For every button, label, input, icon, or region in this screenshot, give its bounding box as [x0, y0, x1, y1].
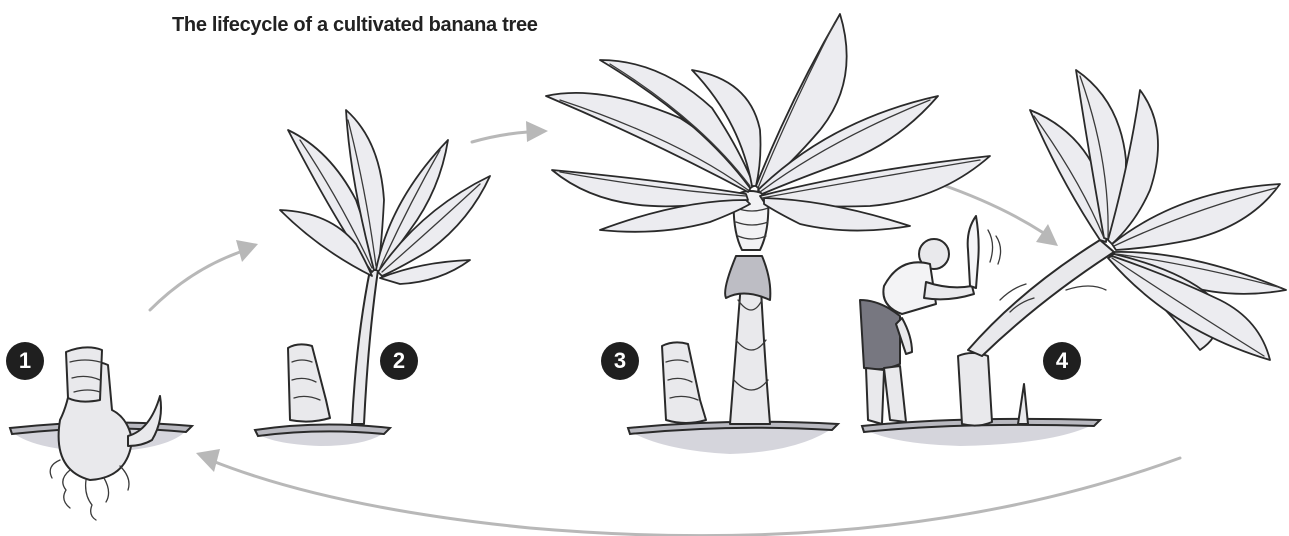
- arrow-2-to-3: [472, 121, 548, 142]
- stage-1-badge: 1: [6, 342, 44, 380]
- arrow-3-to-4: [940, 184, 1058, 246]
- stage-4-badge: 4: [1043, 342, 1081, 380]
- stage-4-illustration: [860, 70, 1286, 446]
- stage-2-badge: 2: [380, 342, 418, 380]
- stage-3-badge: 3: [601, 342, 639, 380]
- stage-2-illustration: [255, 110, 490, 446]
- arrow-1-to-2: [150, 240, 258, 310]
- stage-3-illustration: [546, 14, 990, 454]
- arrow-4-to-1: [196, 449, 1180, 536]
- diagram-title: The lifecycle of a cultivated banana tre…: [172, 14, 538, 37]
